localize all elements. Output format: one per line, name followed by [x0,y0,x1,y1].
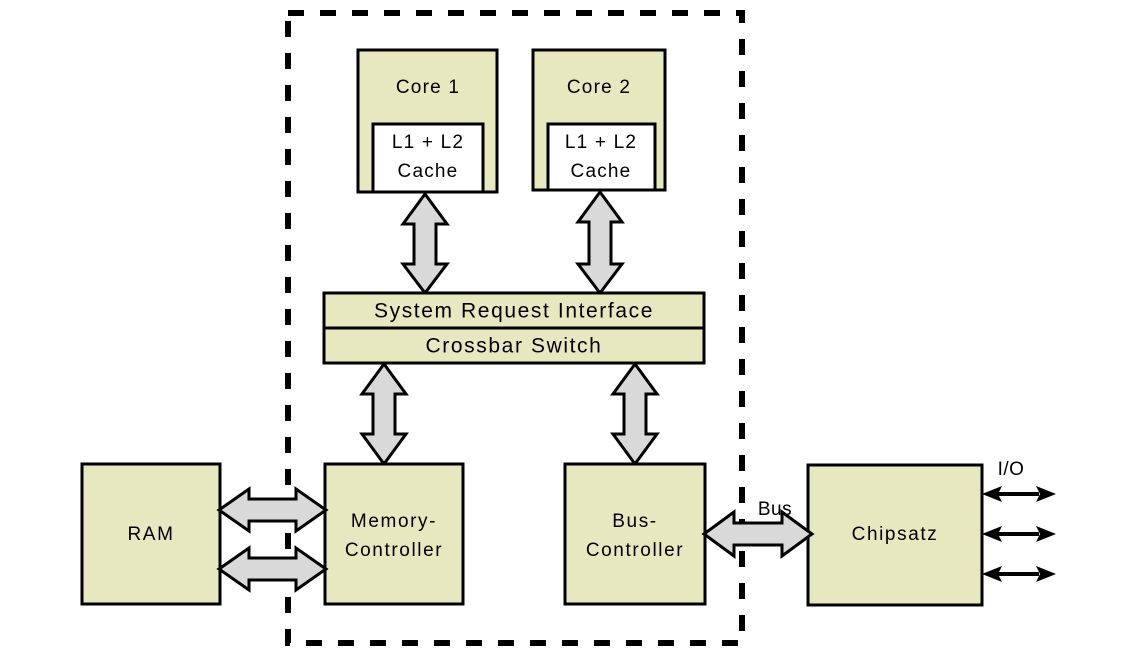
memory-controller-block[interactable] [323,462,465,606]
crossbar-switch-label: Crossbar Switch [426,335,603,358]
bus-label: Bus [758,499,792,520]
core-2-cache-label-line2: Cache [571,161,632,182]
bus-controller-label-line2: Controller [586,540,684,561]
core-1-label: Core 1 [396,77,460,98]
ram-label: RAM [127,524,174,545]
ram-block[interactable] [80,462,222,606]
chipset-io-arrows [982,486,1056,582]
crossbar-switch-block[interactable] [322,326,706,365]
io-label: I/O [998,459,1025,480]
crossbar-to-bus-controller-arrow [610,361,660,467]
chipset-label: Chipsatz [852,524,939,545]
core-2-to-sri-arrow [574,189,626,296]
core-2-cache-block[interactable] [546,122,657,192]
core-1-cache-label-line2: Cache [398,161,459,182]
core-2-label: Core 2 [567,77,631,98]
processor-die-boundary [285,10,745,646]
crossbar-to-memory-controller-arrow [359,361,409,467]
ram-to-memory-controller-arrow-upper [216,486,329,534]
core-1-to-sri-arrow [399,191,451,296]
ram-to-memory-controller-arrow-lower [216,545,329,593]
core-2-cache-label-line1: L1 + L2 [565,132,637,153]
system-request-interface-block[interactable] [322,291,706,330]
memory-controller-label-line1: Memory- [351,511,437,532]
bus-controller-label-line1: Bus- [612,511,657,532]
bus-controller-to-chipset-arrow [701,509,815,559]
chipset-block[interactable] [806,463,984,607]
memory-controller-label-line2: Controller [345,540,443,561]
core-1-cache-label-line1: L1 + L2 [392,132,464,153]
bus-controller-block[interactable] [563,462,707,606]
core-1-cache-block[interactable] [371,122,485,194]
system-request-interface-label: System Request Interface [374,300,654,323]
